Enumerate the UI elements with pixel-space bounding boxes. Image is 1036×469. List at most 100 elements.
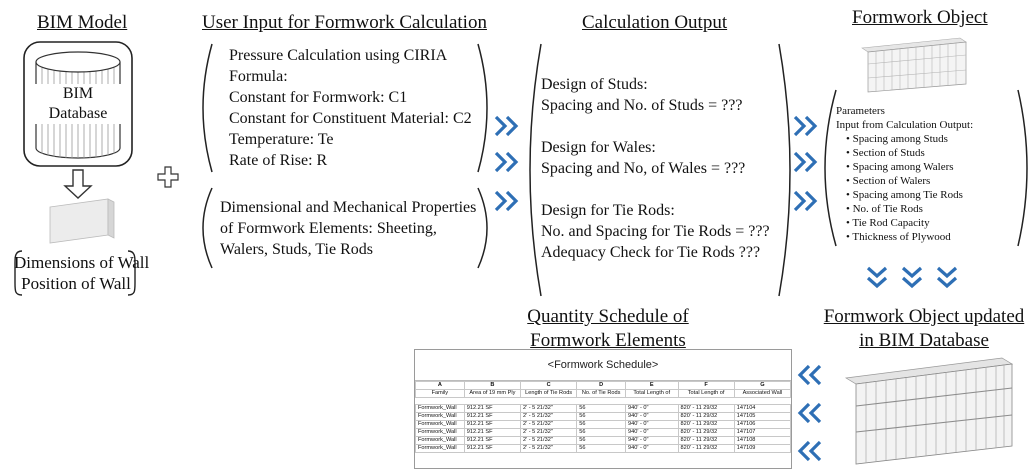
chevron-down-icon bbox=[901, 266, 923, 289]
parameters: Parameters Input from Calculation Output… bbox=[836, 104, 973, 244]
chevron-down-icon bbox=[866, 266, 888, 289]
user-input-1-line: Rate of Rise: R bbox=[229, 152, 328, 169]
table-cell: 940' - 0" bbox=[625, 436, 679, 445]
table-cell: 912.21 SF bbox=[463, 436, 522, 445]
table-cell: 2' - 5 21/32" bbox=[519, 428, 578, 437]
user-input-1-line: Pressure Calculation using CIRIA bbox=[229, 47, 448, 64]
parameter-item-label: Spacing among Tie Rods bbox=[852, 189, 963, 201]
table-cell: 912.21 SF bbox=[463, 412, 522, 421]
down-arrow-icon bbox=[63, 169, 93, 199]
parameter-item-label: No. of Tie Rods bbox=[852, 203, 923, 215]
user-input-2-line: Dimensional and Mechanical Properties bbox=[220, 199, 477, 216]
parameter-item: • Section of Walers bbox=[846, 175, 931, 187]
formwork-schedule-table: <Formwork Schedule> A B C D E F G Family… bbox=[414, 349, 792, 469]
parameter-item: • Tie Rod Capacity bbox=[846, 217, 930, 229]
title-updated-line2: in BIM Database bbox=[859, 330, 989, 351]
table-cell: 56 bbox=[576, 436, 626, 445]
parameter-item-label: Tie Rod Capacity bbox=[852, 217, 930, 229]
schedule-letter: C bbox=[519, 381, 578, 390]
schedule-header-row: Family Area of 19 mm Ply Length of Tie R… bbox=[415, 389, 792, 398]
table-cell: 147104 bbox=[733, 404, 792, 413]
schedule-header: Length of Tie Rods bbox=[519, 389, 578, 398]
table-cell: 2' - 5 21/32" bbox=[519, 420, 578, 429]
table-cell: 940' - 0" bbox=[625, 420, 679, 429]
parameter-item-label: Thickness of Plywood bbox=[852, 231, 951, 243]
schedule-letter: G bbox=[733, 381, 792, 390]
parameters-parens bbox=[824, 89, 1028, 247]
calc-output-line: Design for Tie Rods: bbox=[541, 202, 675, 219]
user-input-2-parens bbox=[202, 187, 488, 269]
chevron-right-icon bbox=[494, 190, 519, 212]
calc-output-line bbox=[541, 179, 770, 200]
table-cell: 147109 bbox=[733, 444, 792, 453]
schedule-header: Total Length of bbox=[677, 389, 735, 398]
table-cell: 2' - 5 21/32" bbox=[519, 436, 578, 445]
table-cell: 56 bbox=[576, 444, 626, 453]
table-cell: 147108 bbox=[733, 436, 792, 445]
table-cell: 820' - 11 29/32 bbox=[677, 436, 735, 445]
schedule-header: Family bbox=[415, 389, 465, 398]
bim-database-label-2: Database bbox=[34, 104, 122, 124]
table-cell: 820' - 11 29/32 bbox=[677, 428, 735, 437]
user-input-2-line: of Formwork Elements: Sheeting, bbox=[220, 220, 437, 237]
user-input-2-line: Walers, Studs, Tie Rods bbox=[220, 241, 373, 258]
chevron-left-icon bbox=[797, 402, 822, 424]
calc-output-line: Adequacy Check for Tie Rods ??? bbox=[541, 244, 761, 261]
table-cell: Formwork_Wall bbox=[415, 420, 465, 429]
table-cell: 940' - 0" bbox=[625, 412, 679, 421]
formwork-updated-icon bbox=[844, 357, 1014, 465]
wall-dimensions: Dimensions of Wall bbox=[14, 253, 150, 272]
table-cell: 56 bbox=[576, 428, 626, 437]
title-user-input: User Input for Formwork Calculation bbox=[202, 12, 487, 33]
plus-icon bbox=[157, 166, 179, 188]
table-cell: 820' - 11 29/32 bbox=[677, 420, 735, 429]
chevron-right-icon bbox=[793, 190, 818, 212]
parameter-item: • Section of Studs bbox=[846, 147, 925, 159]
title-calculation-output: Calculation Output bbox=[582, 12, 728, 33]
table-cell: Formwork_Wall bbox=[415, 428, 465, 437]
calc-output: Design of Studs: Spacing and No. of Stud… bbox=[541, 74, 770, 263]
wall-info-brace bbox=[14, 250, 136, 296]
schedule-header: Associated Wall bbox=[733, 389, 792, 398]
table-cell: 912.21 SF bbox=[463, 444, 522, 453]
chevron-down-icon bbox=[936, 266, 958, 289]
schedule-letter: E bbox=[625, 381, 679, 390]
user-input-1-line: Temperature: Te bbox=[229, 131, 334, 148]
title-bim-model: BIM Model bbox=[37, 12, 128, 33]
schedule-letter: B bbox=[463, 381, 522, 390]
schedule-header: Area of 19 mm Ply bbox=[463, 389, 522, 398]
schedule-title: <Formwork Schedule> bbox=[415, 350, 791, 381]
table-cell: 820' - 11 29/32 bbox=[677, 404, 735, 413]
title-formwork-object: Formwork Object bbox=[852, 7, 988, 28]
wall-icon bbox=[49, 198, 115, 244]
title-quantity-schedule-line2: Formwork Elements bbox=[530, 330, 686, 351]
calc-output-line: Design of Studs: bbox=[541, 76, 648, 93]
parameter-item: • Spacing among Tie Rods bbox=[846, 189, 963, 201]
table-cell: 2' - 5 21/32" bbox=[519, 412, 578, 421]
parameter-item-label: Section of Studs bbox=[852, 147, 925, 159]
chevron-right-icon bbox=[494, 151, 519, 173]
table-cell: Formwork_Wall bbox=[415, 412, 465, 421]
bim-database-label-1: BIM bbox=[34, 84, 122, 104]
parameters-subheading: Input from Calculation Output: bbox=[836, 119, 974, 131]
parameter-item: • Thickness of Plywood bbox=[846, 231, 951, 243]
schedule-letter: A bbox=[415, 381, 465, 390]
table-cell: 940' - 0" bbox=[625, 404, 679, 413]
schedule-letter: D bbox=[576, 381, 626, 390]
calc-output-line bbox=[541, 116, 770, 137]
table-cell: 940' - 0" bbox=[625, 444, 679, 453]
parameter-item-label: Spacing among Walers bbox=[852, 161, 954, 173]
schedule-spacer bbox=[415, 397, 791, 405]
title-quantity-schedule-line1: Quantity Schedule of bbox=[527, 306, 689, 327]
table-cell: 912.21 SF bbox=[463, 428, 522, 437]
table-cell: 147106 bbox=[733, 420, 792, 429]
table-cell: 820' - 11 29/32 bbox=[677, 444, 735, 453]
parameter-item: • Spacing among Studs bbox=[846, 133, 948, 145]
table-cell: 56 bbox=[576, 412, 626, 421]
parameters-heading: Parameters bbox=[836, 105, 885, 117]
